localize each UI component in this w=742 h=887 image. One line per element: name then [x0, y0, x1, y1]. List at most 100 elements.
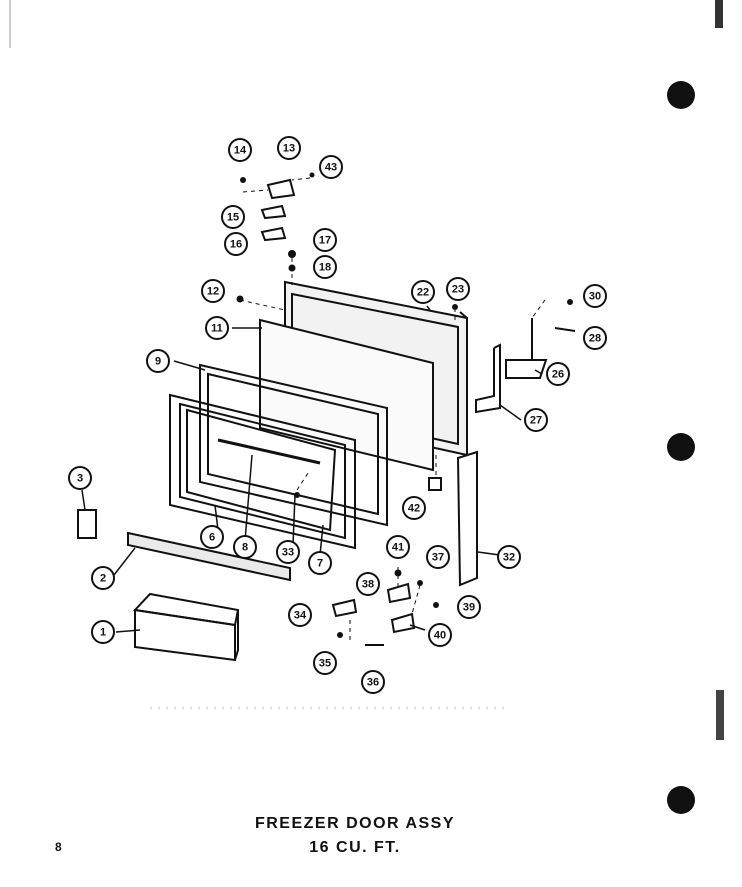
callout-30: 30	[583, 284, 607, 308]
callout-number: 1	[100, 627, 106, 639]
callout-number: 27	[530, 415, 542, 427]
callout-circle	[200, 525, 224, 549]
callout-circle	[277, 136, 301, 160]
callout-8: 8	[233, 535, 257, 559]
callout-circle	[524, 408, 548, 432]
callout-circle	[583, 284, 607, 308]
callout-circle	[426, 545, 450, 569]
callout-number: 8	[242, 542, 248, 554]
door-stop-cap	[428, 477, 442, 491]
callout-number: 2	[100, 573, 106, 585]
callout-6: 6	[200, 525, 224, 549]
callout-circle	[446, 277, 470, 301]
callout-number: 36	[367, 677, 379, 689]
callout-number: 12	[207, 286, 219, 298]
callout-23: 23	[446, 277, 470, 301]
callout-number: 38	[362, 579, 374, 591]
callout-18: 18	[313, 255, 337, 279]
callout-circle	[276, 540, 300, 564]
callout-number: 34	[294, 610, 307, 622]
inner-panel	[259, 318, 434, 472]
hinge-bracket	[475, 318, 576, 414]
callout-number: 32	[503, 552, 515, 564]
callout-34: 34	[288, 603, 312, 627]
callout-number: 41	[392, 542, 404, 554]
callout-number: 35	[319, 658, 331, 670]
callout-number: 7	[317, 558, 323, 570]
callout-number: 14	[234, 145, 247, 157]
callout-14: 14	[228, 138, 252, 162]
callout-1: 1	[91, 620, 115, 644]
callout-circle	[201, 279, 225, 303]
scan-speck	[715, 0, 723, 28]
latch	[77, 509, 97, 539]
callout-13: 13	[277, 136, 301, 160]
callout-circle	[146, 349, 170, 373]
diagram-title: FREEZER DOOR ASSY	[254, 815, 456, 832]
callout-3: 3	[68, 466, 92, 490]
lower-hinge	[331, 582, 416, 634]
callout-number: 39	[463, 602, 475, 614]
callout-16: 16	[224, 232, 248, 256]
callout-32: 32	[497, 545, 521, 569]
callout-circle	[91, 620, 115, 644]
callout-circle	[228, 138, 252, 162]
callout-circle	[221, 205, 245, 229]
callout-circle	[319, 155, 343, 179]
callout-circle	[386, 535, 410, 559]
callout-43: 43	[319, 155, 343, 179]
callout-circle	[308, 551, 332, 575]
callout-number: 40	[434, 630, 446, 642]
callout-circle	[233, 535, 257, 559]
callout-40: 40	[428, 623, 452, 647]
page-number: 8	[55, 840, 62, 854]
callout-26: 26	[546, 362, 570, 386]
callout-number: 42	[408, 503, 420, 515]
callout-27: 27	[524, 408, 548, 432]
callout-circle	[361, 670, 385, 694]
door-liner	[169, 393, 356, 550]
small-hardware	[236, 172, 573, 638]
binder-hole	[667, 81, 695, 109]
callout-number: 6	[209, 532, 215, 544]
callout-circle	[497, 545, 521, 569]
callout-number: 22	[417, 287, 429, 299]
callout-number: 3	[77, 473, 83, 485]
callout-15: 15	[221, 205, 245, 229]
top-hinge-plates	[260, 178, 296, 242]
callout-number: 18	[319, 262, 331, 274]
callout-2: 2	[91, 566, 115, 590]
callout-number: 9	[155, 356, 161, 368]
callout-number: 28	[589, 333, 601, 345]
callout-39: 39	[457, 595, 481, 619]
callout-17: 17	[313, 228, 337, 252]
callout-number: 37	[432, 552, 444, 564]
diagram-subtitle: 16 CU. FT.	[309, 839, 401, 856]
callout-11: 11	[205, 316, 229, 340]
callout-41: 41	[386, 535, 410, 559]
callout-number: 30	[589, 291, 601, 303]
callout-35: 35	[313, 651, 337, 675]
callout-9: 9	[146, 349, 170, 373]
door-trim-strip	[127, 531, 291, 582]
scan-speck	[716, 690, 724, 740]
callout-number: 16	[230, 239, 242, 251]
callout-circle	[91, 566, 115, 590]
callout-28: 28	[583, 326, 607, 350]
callout-42: 42	[402, 496, 426, 520]
callout-37: 37	[426, 545, 450, 569]
binder-hole	[667, 786, 695, 814]
callout-number: 11	[211, 323, 223, 335]
callout-circle	[313, 255, 337, 279]
callout-number: 17	[319, 235, 331, 247]
binder-hole	[667, 433, 695, 461]
callout-circle	[546, 362, 570, 386]
leader-lines	[81, 305, 543, 633]
callout-number: 33	[282, 547, 294, 559]
gasket-frame	[199, 363, 388, 527]
callout-circle	[428, 623, 452, 647]
callout-circle	[224, 232, 248, 256]
callout-33: 33	[276, 540, 300, 564]
